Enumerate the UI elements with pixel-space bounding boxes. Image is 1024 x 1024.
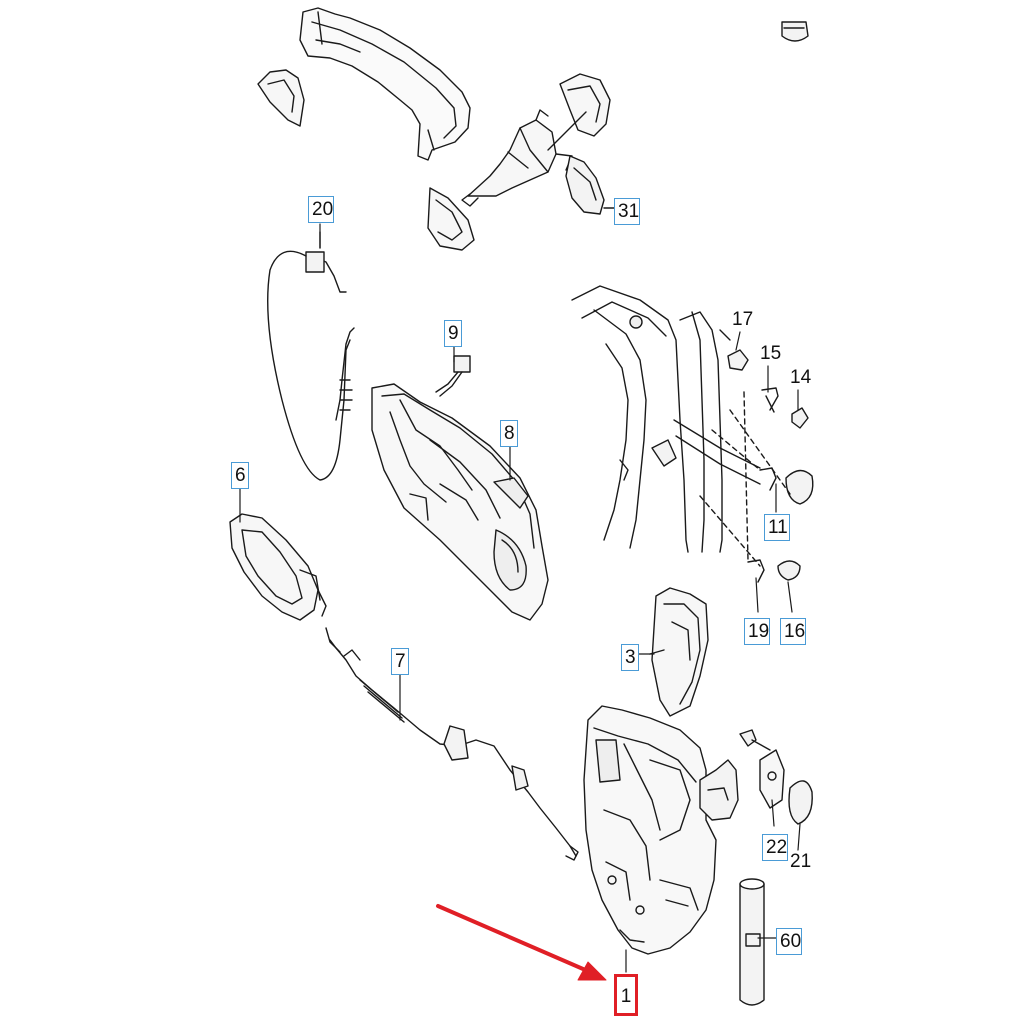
callout-1-highlighted[interactable]: 1 bbox=[614, 974, 638, 1016]
callout-22[interactable]: 22 bbox=[762, 834, 788, 861]
callout-20[interactable]: 20 bbox=[308, 196, 334, 223]
label-17: 17 bbox=[732, 309, 754, 330]
handle-bezel-part bbox=[257, 69, 305, 127]
callout-11[interactable]: 11 bbox=[764, 514, 790, 541]
callout-6[interactable]: 6 bbox=[231, 462, 249, 489]
bolt-22-part bbox=[739, 729, 813, 825]
lock-cylinder-part bbox=[461, 109, 573, 207]
cable-20-part bbox=[267, 231, 355, 481]
callout-3[interactable]: 3 bbox=[621, 644, 639, 671]
pin-60-part bbox=[739, 878, 765, 1006]
label-15: 15 bbox=[760, 343, 782, 364]
lower-bezel-part bbox=[427, 187, 475, 251]
outer-door-handle-part bbox=[299, 7, 471, 161]
cap-part bbox=[781, 21, 809, 42]
callout-7[interactable]: 7 bbox=[391, 648, 409, 675]
callout-31[interactable]: 31 bbox=[614, 198, 640, 225]
door-frame-part bbox=[571, 285, 761, 553]
label-14: 14 bbox=[790, 367, 812, 388]
carrier-8-part bbox=[371, 383, 549, 621]
bolt-9-part bbox=[435, 355, 471, 397]
callout-19[interactable]: 19 bbox=[744, 618, 770, 645]
label-21: 21 bbox=[790, 851, 812, 872]
callout-8[interactable]: 8 bbox=[500, 420, 518, 447]
cap-31-part bbox=[565, 155, 615, 215]
callout-9[interactable]: 9 bbox=[444, 320, 462, 347]
callout-16[interactable]: 16 bbox=[780, 618, 806, 645]
highlight-arrow bbox=[436, 904, 607, 981]
leader-lines bbox=[239, 223, 801, 973]
inner-handle-6-part bbox=[229, 513, 341, 653]
bracket-3-part bbox=[649, 587, 709, 717]
cylinder-cover-part bbox=[547, 73, 611, 151]
small-fasteners-part bbox=[699, 349, 814, 583]
callout-60[interactable]: 60 bbox=[776, 928, 802, 955]
cable-7-part bbox=[329, 639, 579, 861]
lock-1-part bbox=[583, 705, 739, 955]
